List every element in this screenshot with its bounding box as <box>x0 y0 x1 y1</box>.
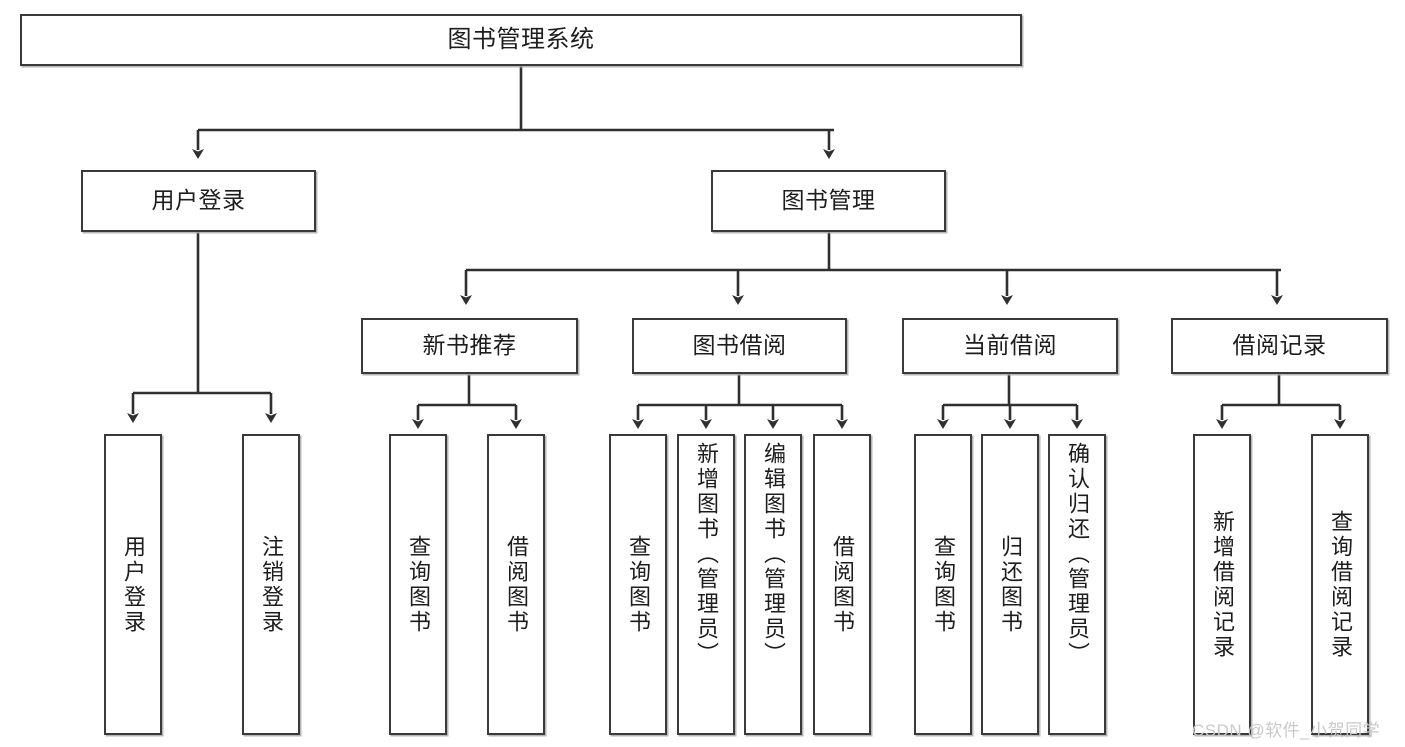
leaf-edit-book[interactable]: 编辑图书（管理员） <box>744 434 802 735</box>
leaf-edit-book-label: 编辑图书（管理员） <box>761 442 786 667</box>
leaf-query-book-2-label: 查询图书 <box>626 534 651 635</box>
leaf-add-record-label: 新增借阅记录 <box>1210 509 1235 660</box>
leaf-query-book-1-label: 查询图书 <box>406 534 431 635</box>
csdn-watermark: CSDN @软件_小贺同学 <box>1192 721 1381 740</box>
leaf-return-book-label: 归还图书 <box>998 534 1023 635</box>
node-root-label: 图书管理系统 <box>447 25 595 53</box>
leaf-logout-login[interactable]: 注销登录 <box>242 434 300 735</box>
leaf-query-book-1[interactable]: 查询图书 <box>389 434 447 735</box>
node-book-management-label: 图书管理 <box>781 187 876 214</box>
node-book-management[interactable]: 图书管理 <box>711 170 946 232</box>
leaf-query-record-label: 查询借阅记录 <box>1328 509 1353 660</box>
leaf-borrow-book-2[interactable]: 借阅图书 <box>813 434 871 735</box>
node-book-borrow-label: 图书借阅 <box>692 332 787 359</box>
leaf-add-book[interactable]: 新增图书（管理员） <box>677 434 735 735</box>
leaf-user-login[interactable]: 用户登录 <box>104 434 162 735</box>
node-new-book-recommend[interactable]: 新书推荐 <box>361 318 578 374</box>
leaf-return-book[interactable]: 归还图书 <box>981 434 1039 735</box>
leaf-confirm-return-label: 确认归还（管理员） <box>1065 442 1090 667</box>
leaf-logout-login-label: 注销登录 <box>259 534 284 635</box>
leaf-add-record[interactable]: 新增借阅记录 <box>1193 434 1251 735</box>
leaf-borrow-book-2-label: 借阅图书 <box>830 534 855 635</box>
leaf-borrow-book-1-label: 借阅图书 <box>504 534 529 635</box>
node-borrow-record[interactable]: 借阅记录 <box>1171 318 1388 374</box>
leaf-query-book-3-label: 查询图书 <box>931 534 956 635</box>
node-new-book-recommend-label: 新书推荐 <box>422 332 517 359</box>
leaf-confirm-return[interactable]: 确认归还（管理员） <box>1048 434 1106 735</box>
leaf-borrow-book-1[interactable]: 借阅图书 <box>487 434 545 735</box>
node-current-borrow-label: 当前借阅 <box>963 332 1057 359</box>
leaf-query-record[interactable]: 查询借阅记录 <box>1311 434 1369 735</box>
node-book-borrow[interactable]: 图书借阅 <box>632 318 847 374</box>
node-user-login-label: 用户登录 <box>151 187 246 214</box>
leaf-query-book-3[interactable]: 查询图书 <box>914 434 972 735</box>
node-borrow-record-label: 借阅记录 <box>1232 332 1327 359</box>
leaf-add-book-label: 新增图书（管理员） <box>694 442 719 667</box>
node-current-borrow[interactable]: 当前借阅 <box>902 318 1118 374</box>
leaf-query-book-2[interactable]: 查询图书 <box>609 434 667 735</box>
leaf-user-login-label: 用户登录 <box>121 534 146 635</box>
node-root[interactable]: 图书管理系统 <box>20 14 1022 66</box>
node-user-login[interactable]: 用户登录 <box>81 170 316 232</box>
